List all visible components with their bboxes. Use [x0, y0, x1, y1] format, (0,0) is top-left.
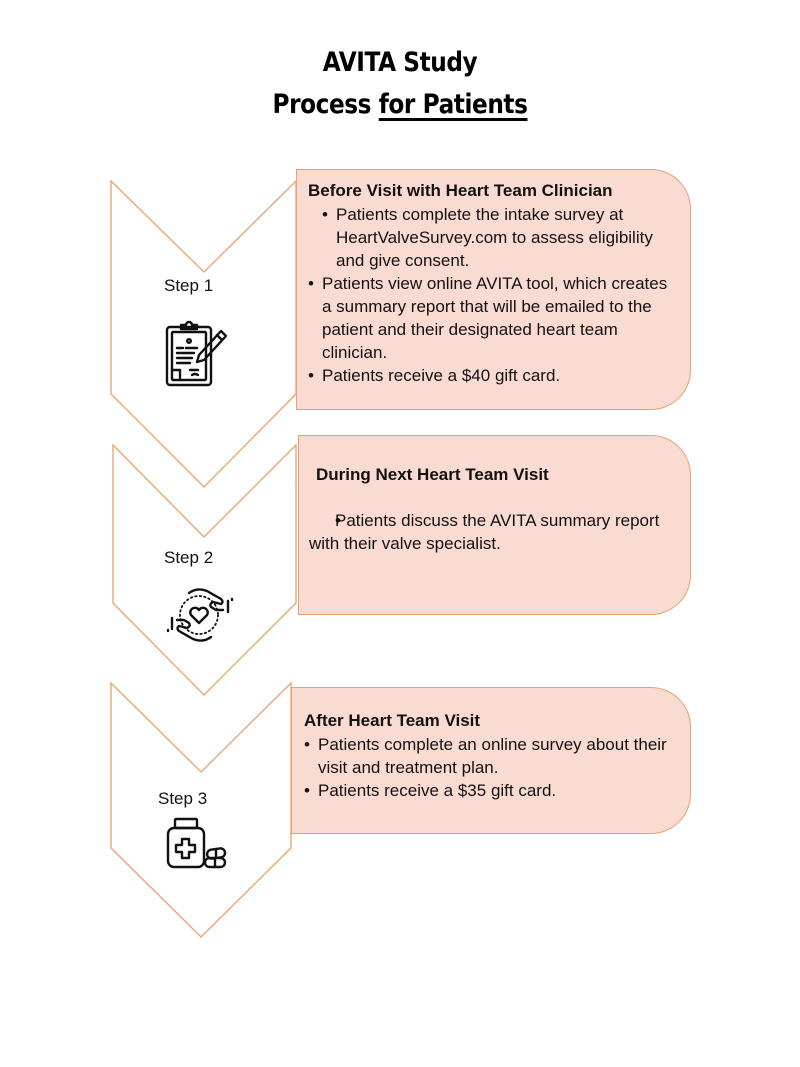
title-prefix: Process — [272, 89, 379, 120]
medicine-bottle-pills-icon — [165, 817, 229, 874]
step-3-label: Step 3 — [158, 789, 208, 808]
clipboard-signature-icon — [164, 320, 230, 393]
step-2-heading: During Next Heart Team Visit — [316, 465, 549, 484]
step-1-box: Before Visit with Heart Team Clinician P… — [296, 169, 691, 410]
step-1-bullet-2: Patients view online AVITA tool, which c… — [308, 272, 678, 364]
step-3-bullet-1: Patients complete an online survey about… — [304, 733, 678, 779]
step-3-box: After Heart Team Visit Patients complete… — [291, 687, 691, 834]
step-1-bullets: Patients complete the intake survey at H… — [308, 203, 678, 387]
hands-heart-icon — [164, 585, 236, 650]
title-underlined: for Patients — [378, 89, 528, 120]
step-3-heading: After Heart Team Visit — [304, 711, 481, 730]
step-2-box: During Next Heart Team Visit Patients di… — [298, 435, 691, 615]
step-1-bullet-3: Patients receive a $40 gift card. — [308, 364, 678, 387]
step-3-bullets: Patients complete an online survey about… — [304, 733, 678, 802]
step-1-label: Step 1 — [164, 276, 214, 295]
step-1-heading: Before Visit with Heart Team Clinician — [308, 181, 613, 200]
chevron-step-2 — [112, 443, 297, 696]
step-3-bullet-2: Patients receive a $35 gift card. — [304, 779, 678, 802]
step-2-bullet-1: Patients discuss the AVITA summary repor… — [309, 509, 678, 555]
step-2-bullets: Patients discuss the AVITA summary repor… — [309, 509, 678, 555]
step-2-label: Step 2 — [164, 548, 214, 567]
title-line-2: Process for Patients — [56, 89, 744, 120]
step-1-bullet-1: Patients complete the intake survey at H… — [322, 203, 678, 272]
title-line-1: AVITA Study — [322, 47, 478, 78]
chevron-step-3 — [110, 681, 292, 938]
